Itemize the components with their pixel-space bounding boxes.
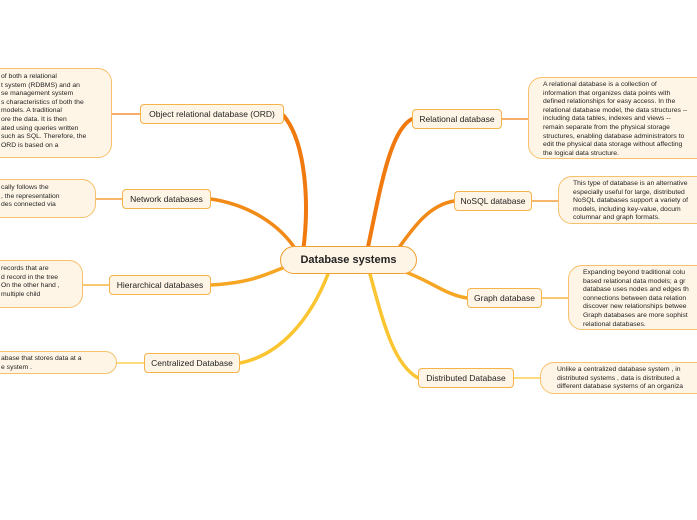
note-hierarchical-text: records that are d record in the tree On…	[1, 265, 60, 298]
connector-relational	[366, 117, 414, 249]
note-graph-text: Expanding beyond traditional colu based …	[583, 269, 689, 328]
branch-centralized-database[interactable]: Centralized Database	[144, 353, 240, 373]
connector-hierarchical	[209, 263, 292, 287]
branch-distributed-label: Distributed Database	[426, 373, 506, 383]
note-ord: of both a relational t system (RDBMS) an…	[0, 68, 112, 158]
note-graph: Expanding beyond traditional colu based …	[568, 265, 697, 330]
note-relational-text: A relational database is a collection of…	[543, 81, 688, 157]
note-nosql: This type of database is an alternative …	[558, 176, 697, 224]
branch-nosql-label: NoSQL database	[460, 196, 526, 206]
note-nosql-text: This type of database is an alternative …	[573, 180, 688, 222]
branch-network-label: Network databases	[130, 194, 203, 204]
branch-distributed-database[interactable]: Distributed Database	[418, 368, 514, 388]
branch-ord-label: Object relational database (ORD)	[149, 109, 275, 119]
note-ord-text: of both a relational t system (RDBMS) an…	[1, 73, 87, 149]
connector-distributed	[368, 272, 420, 380]
branch-centralized-label: Centralized Database	[151, 358, 233, 368]
central-topic[interactable]: Database systems	[280, 246, 417, 274]
connector-nosql	[396, 199, 456, 251]
note-network-text: cally follows the , the representation d…	[1, 184, 60, 209]
note-distributed: Unlike a centralized database system , i…	[540, 362, 697, 394]
note-network: cally follows the , the representation d…	[0, 179, 96, 218]
note-hierarchical: records that are d record in the tree On…	[0, 260, 83, 308]
branch-graph-label: Graph database	[474, 293, 535, 303]
note-centralized: abase that stores data at a e system .	[0, 351, 117, 374]
branch-graph-database[interactable]: Graph database	[467, 288, 542, 308]
branch-network-databases[interactable]: Network databases	[122, 189, 211, 209]
branch-nosql-database[interactable]: NoSQL database	[454, 191, 532, 211]
branch-relational-label: Relational database	[419, 114, 495, 124]
connector-ord	[281, 113, 308, 254]
connector-graph	[398, 268, 469, 300]
branch-relational-database[interactable]: Relational database	[412, 109, 502, 129]
branch-hierarchical-label: Hierarchical databases	[116, 280, 204, 290]
connector-centralized	[238, 272, 330, 365]
note-distributed-text: Unlike a centralized database system , i…	[557, 366, 684, 391]
branch-hierarchical-databases[interactable]: Hierarchical databases	[109, 275, 211, 295]
note-centralized-text: abase that stores data at a e system .	[1, 355, 82, 371]
branch-ord[interactable]: Object relational database (ORD)	[140, 104, 284, 124]
note-relational: A relational database is a collection of…	[528, 77, 697, 159]
connector-network	[209, 197, 298, 252]
central-topic-title: Database systems	[300, 254, 397, 266]
